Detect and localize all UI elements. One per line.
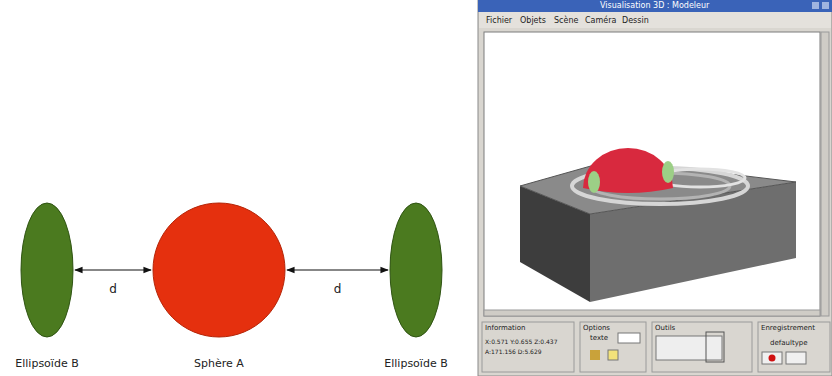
distance-arrow [287,269,388,270]
circle-outline [152,202,286,338]
coordinates-readout: A:171.156 D:5.629 [485,348,542,355]
shape-label: Ellipsoïde B [15,357,78,370]
menu-item: Objets [520,16,546,25]
coordinates-readout: X:0.571 Y:0.655 Z:0.437 [485,338,558,345]
panel-title: Enregistrement [761,324,815,332]
menu-item: Dessin [622,16,649,25]
menu-item: Fichier [486,16,512,25]
distance-arrow [75,269,151,270]
distance-label: d [107,282,119,296]
option-value: defaultype [770,339,808,347]
shape-label: Sphère A [194,357,244,370]
menu-item: Scène [554,16,578,25]
ellipse-outline [389,202,443,338]
ellipsoid-node: Ellipsoïde B [13,202,80,372]
sphere-node: Sphère A [152,202,286,372]
shape-label: Ellipsoïde B [384,357,447,370]
ellipse-outline [20,202,74,338]
panel-title: Outils [655,324,675,332]
ellipsoid-node: Ellipsoïde B [382,202,449,372]
window-title: Visualisation 3D : Modeleur [600,1,709,10]
distance-label: d [332,282,344,296]
menu-item: Caméra [585,16,616,25]
panel-title: Options [583,324,610,332]
option-value: texte [590,334,608,342]
panel-title: Information [485,324,526,332]
